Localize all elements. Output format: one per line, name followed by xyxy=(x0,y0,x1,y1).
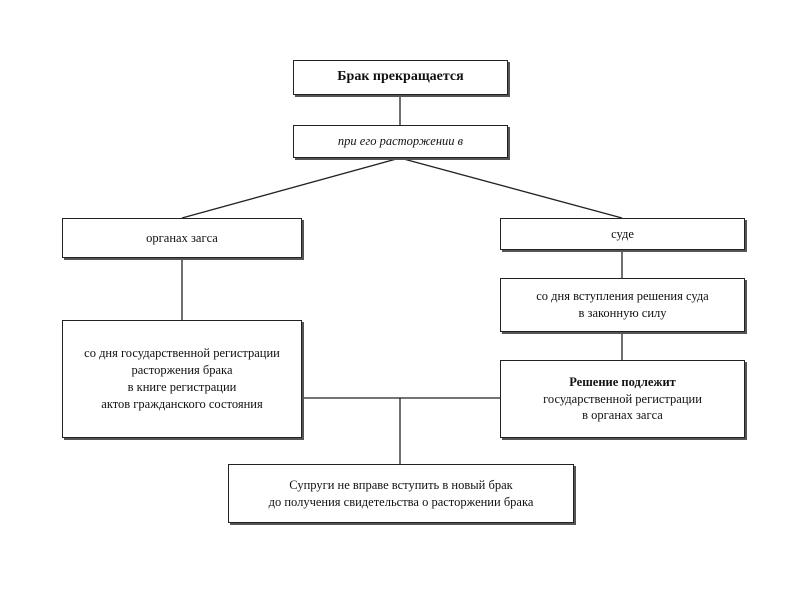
method-box: при его расторжении в xyxy=(293,125,508,158)
zags-date-box: со дня государственной регистрации расто… xyxy=(62,320,302,438)
court-registration-line-1: Решение подлежит xyxy=(569,374,676,389)
zags-date-line-4: актов гражданского состояния xyxy=(101,396,263,411)
result-box: Супруги не вправе вступить в новый брак … xyxy=(228,464,574,523)
connector-method-to-zags xyxy=(181,157,401,219)
connector-method-to-court xyxy=(399,157,623,219)
zags-branch-box: органах загса xyxy=(62,218,302,258)
court-registration-line-3: в органах загса xyxy=(582,408,663,423)
court-registration-box: Решение подлежит государственной регистр… xyxy=(500,360,745,438)
root-label: Брак прекращается xyxy=(337,69,464,85)
court-registration-line-2: государственной регистрации xyxy=(543,391,702,406)
result-line-2: до получения свидетельства о расторжении… xyxy=(268,494,534,509)
court-effect-box: со дня вступления решения суда в законну… xyxy=(500,278,745,332)
court-effect-line-1: со дня вступления решения суда xyxy=(536,289,709,304)
method-label: при его расторжении в xyxy=(337,134,464,149)
court-branch-label: суде xyxy=(611,226,634,241)
zags-date-line-2: расторжения брака xyxy=(131,363,233,378)
zags-date-line-3: в книге регистрации xyxy=(127,380,237,394)
court-effect-line-2: в законную силу xyxy=(578,306,667,320)
root-box: Брак прекращается xyxy=(293,60,508,95)
court-branch-box: суде xyxy=(500,218,745,250)
zags-date-line-1: со дня государственной регистрации xyxy=(84,346,280,361)
result-line-1: Супруги не вправе вступить в новый брак xyxy=(289,477,513,492)
zags-branch-label: органах загса xyxy=(146,230,218,245)
